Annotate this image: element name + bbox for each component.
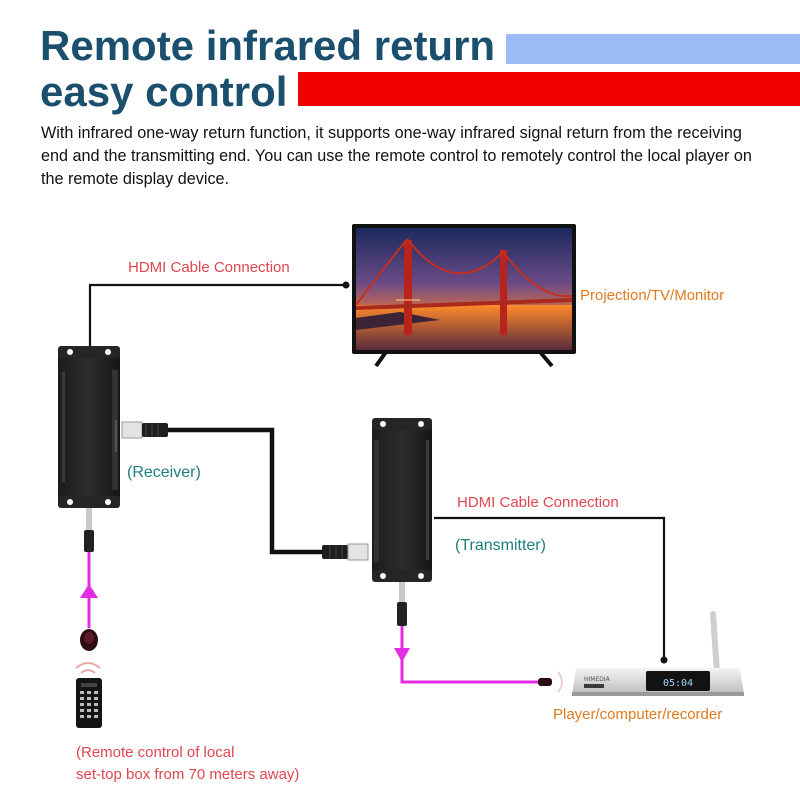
rj45-connector-receiver (121, 421, 168, 439)
ir-jack-transmitter (397, 582, 407, 626)
tv-monitor (352, 224, 576, 368)
title-line-2: easy control (40, 68, 288, 115)
rj45-connector-transmitter (322, 543, 369, 561)
title-line-1: Remote infrared return (40, 22, 496, 69)
media-player: 05:04 HIMEDIA (572, 611, 744, 696)
blue-accent-bar (506, 34, 800, 64)
ir-emitter-head (538, 671, 563, 693)
remote-caption-line-2: set-top box from 70 meters away) (76, 766, 300, 783)
player-clock: 05:04 (663, 678, 693, 689)
player-brand: HIMEDIA (584, 676, 611, 683)
red-accent-bar (298, 72, 800, 106)
remote-caption-line-1: (Remote control of local (76, 744, 235, 761)
ir-receiver-eye (80, 629, 98, 651)
hdmi-label-right: HDMI Cable Connection (457, 494, 619, 511)
display-label: Projection/TV/Monitor (580, 287, 725, 304)
receiver-label: (Receiver) (127, 464, 201, 481)
ir-jack-receiver (84, 508, 94, 552)
receiver-unit (58, 346, 120, 508)
transmitter-unit (372, 418, 432, 582)
player-label: Player/computer/recorder (553, 706, 723, 723)
intro-paragraph: With infrared one-way return function, i… (41, 124, 752, 188)
hdmi-label-top: HDMI Cable Connection (128, 259, 290, 276)
remote-control (75, 662, 102, 728)
transmitter-label: (Transmitter) (455, 537, 546, 554)
